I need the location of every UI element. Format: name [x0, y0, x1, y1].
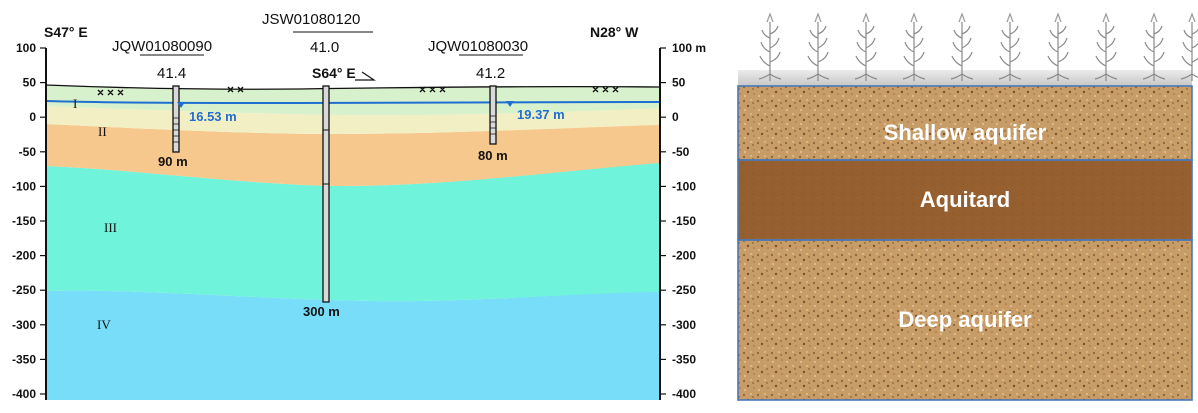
- tick-label: -150: [12, 214, 36, 228]
- crop-plant-icon: [998, 12, 1022, 81]
- well-3-elevation: 41.2: [476, 65, 505, 82]
- layer-label-II: II: [98, 124, 107, 139]
- layer-IV: [46, 290, 660, 400]
- layer-III: [46, 162, 660, 302]
- crop-row: [758, 12, 1198, 81]
- left-axis-ticks: 100 50 0 -50 -100 -150 -200 -250 -300 -350 -400: [12, 41, 46, 401]
- tick-label: -50: [672, 145, 690, 159]
- tick-label: -400: [12, 387, 36, 401]
- well-2-depth: 300 m: [303, 304, 340, 319]
- crop-plant-icon: [950, 12, 974, 81]
- unit-shallow-aquifer: [738, 86, 1192, 160]
- well-1: JQW01080090 41.4 90 m 16.53 m: [112, 38, 237, 169]
- well-1-elevation: 41.4: [157, 65, 186, 82]
- well-1-casing: [172, 85, 180, 153]
- tick-label: -300: [672, 318, 696, 332]
- right-direction: N28° W: [590, 24, 639, 40]
- well-2-casing: [322, 85, 330, 303]
- tick-label: -200: [672, 249, 696, 263]
- unit-deep-aquifer: [738, 240, 1192, 400]
- crop-plant-icon: [854, 12, 878, 81]
- tick-label: -50: [19, 145, 37, 159]
- well-2: JSW01080120 41.0 300 m: [262, 11, 373, 319]
- tick-label: -250: [12, 283, 36, 297]
- unit-label-deep-aquifer: Deep aquifer: [898, 307, 1032, 332]
- crop-plant-icon: [1046, 12, 1070, 81]
- cross-section: 100 50 0 -50 -100 -150 -200 -250 -300 -350 -400 10…: [12, 11, 706, 401]
- ground-surface: [738, 70, 1192, 86]
- tick-label: -350: [672, 352, 696, 366]
- well-1-name: JQW01080090: [112, 38, 212, 55]
- crop-plant-icon: [806, 12, 830, 81]
- mid-direction-arrow: [355, 71, 376, 81]
- tick-label: -350: [12, 352, 36, 366]
- well-3-water-level: 19.37 m: [517, 107, 565, 122]
- left-direction: S47° E: [44, 24, 88, 40]
- crop-plant-icon: [1094, 12, 1118, 81]
- crop-plant-icon: [758, 12, 782, 81]
- tick-label: 0: [29, 110, 36, 124]
- water-table: [45, 100, 661, 105]
- well-1-water-level: 16.53 m: [189, 109, 237, 124]
- unit-label-shallow-aquifer: Shallow aquifer: [884, 120, 1047, 145]
- well-3: JQW01080030 41.2 80 m 19.37 m: [428, 38, 565, 163]
- tick-label: -200: [12, 249, 36, 263]
- well-1-screen: [173, 117, 179, 143]
- surface-markers: [97, 86, 619, 96]
- tick-label: -150: [672, 214, 696, 228]
- layer-label-IV: IV: [97, 317, 111, 332]
- layer-I: [46, 85, 660, 116]
- layer-sand-thin: [46, 106, 660, 134]
- land-surface: [45, 84, 661, 90]
- conceptual-model: Shallow aquifer Aquitard Deep aquifer: [737, 12, 1198, 401]
- tick-label: -250: [672, 283, 696, 297]
- right-axis-ticks: 100 m 50 0 -50 -100 -150 -200 -250 -300 -350 -400: [660, 41, 706, 401]
- tick-label: 50: [23, 76, 37, 90]
- layer-label-I: I: [73, 96, 77, 111]
- well-1-depth: 90 m: [158, 154, 188, 169]
- well-2-name: JSW01080120: [262, 11, 360, 28]
- well-1-water-level-icon: [177, 102, 185, 108]
- well-2-elevation: 41.0: [310, 39, 339, 56]
- crop-plant-icon: [1142, 12, 1166, 81]
- tick-label: 50: [672, 76, 686, 90]
- tick-label: 100: [16, 41, 36, 55]
- tick-label: 0: [672, 110, 679, 124]
- well-3-casing: [489, 85, 497, 145]
- tick-label: 100 m: [672, 41, 706, 55]
- well-3-name: JQW01080030: [428, 38, 528, 55]
- well-3-water-level-icon: [506, 101, 514, 107]
- well-3-depth: 80 m: [478, 148, 508, 163]
- tick-label: -300: [12, 318, 36, 332]
- unit-aquitard: [738, 160, 1192, 240]
- unit-label-aquitard: Aquitard: [920, 187, 1010, 212]
- crop-plant-icon: [902, 12, 926, 81]
- tick-label: -100: [672, 179, 696, 193]
- well-2-screen: [323, 129, 329, 185]
- tick-label: -400: [672, 387, 696, 401]
- well-3-screen: [490, 115, 496, 135]
- layer-label-III: III: [104, 220, 117, 235]
- tick-label: -100: [12, 179, 36, 193]
- unit-borders: [737, 85, 1193, 401]
- layer-II: [46, 124, 660, 186]
- mid-direction: S64° E: [312, 65, 356, 81]
